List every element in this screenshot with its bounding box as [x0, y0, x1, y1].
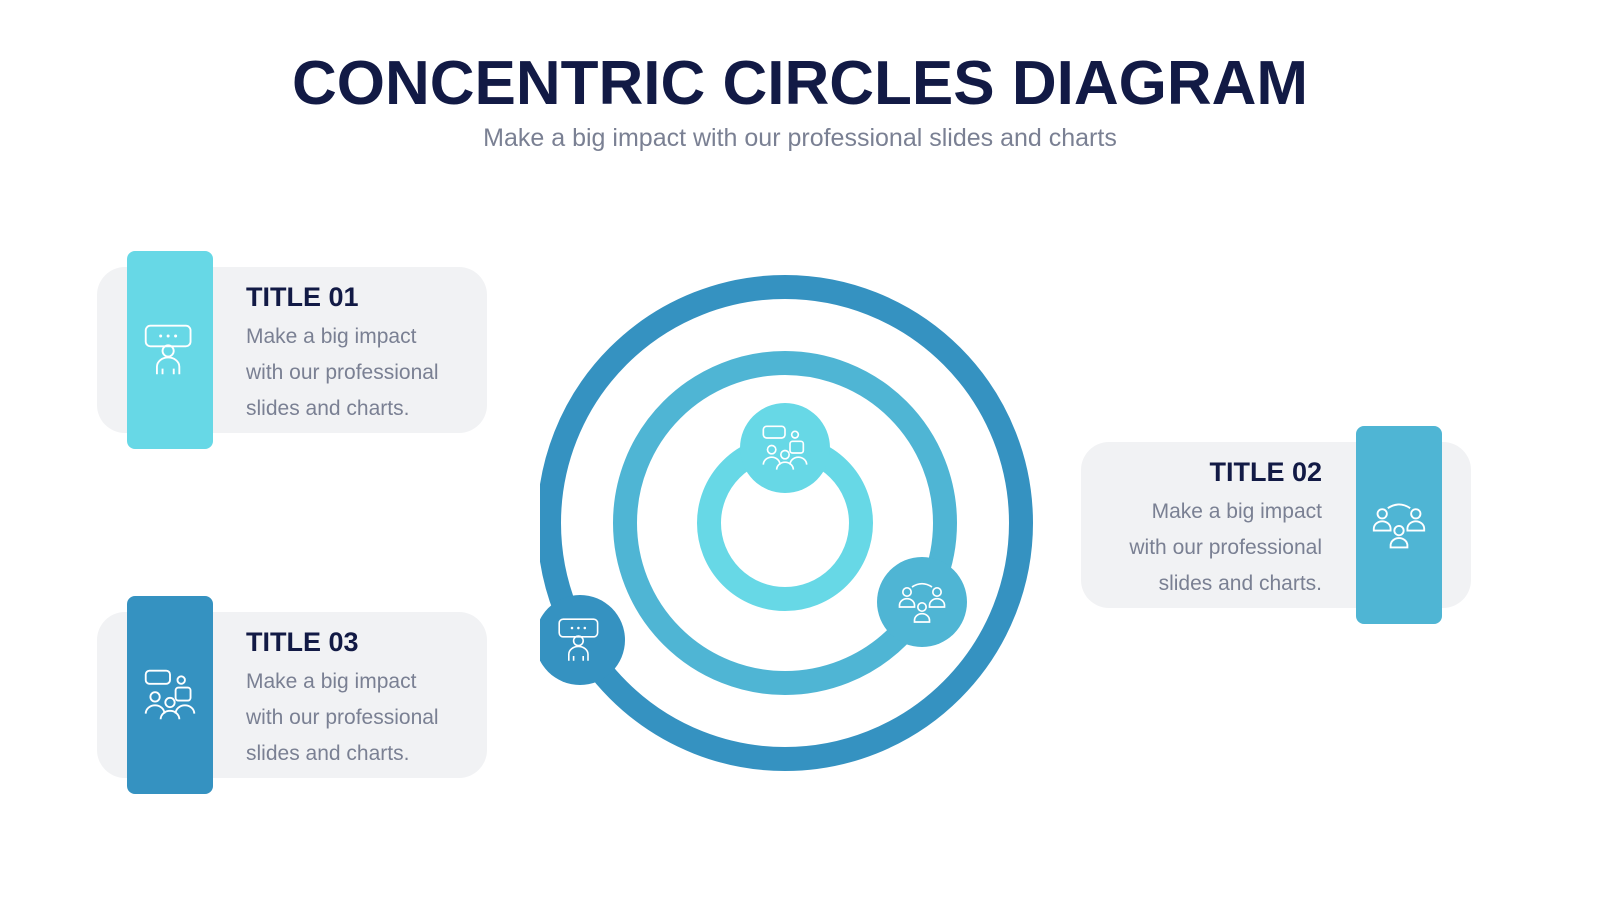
card-03-icon-tab: [127, 596, 213, 794]
card-03-title: TITLE 03: [246, 627, 359, 657]
page-subtitle: Make a big impact with our professional …: [483, 124, 1117, 152]
card-02-text: TITLE 02 Make a big impact with our prof…: [1100, 457, 1322, 602]
card-01-body: Make a big impact with our professional …: [246, 325, 439, 420]
card-03-body: Make a big impact with our professional …: [246, 670, 439, 765]
card-01-text: TITLE 01 Make a big impact with our prof…: [246, 282, 439, 427]
middle-ring: [613, 351, 957, 695]
outer-ring-node: [540, 595, 625, 685]
speaker-speech-bubble-icon: [142, 322, 198, 378]
card-02-icon-tab: [1356, 426, 1442, 624]
concentric-circles-diagram: [540, 275, 1033, 771]
card-02-body: Make a big impact with our professional …: [1129, 500, 1322, 595]
inner-ring-node: [740, 403, 830, 493]
card-01-icon-tab: [127, 251, 213, 449]
outer-ring: [540, 275, 1033, 771]
page-title: CONCENTRIC CIRCLES DIAGRAM: [291, 49, 1309, 118]
team-network-icon: [1371, 497, 1427, 553]
group-discussion-icon: [142, 667, 198, 723]
card-03-text: TITLE 03 Make a big impact with our prof…: [246, 627, 439, 772]
card-02-title: TITLE 02: [1209, 457, 1322, 487]
middle-ring-node: [877, 557, 967, 647]
card-01-title: TITLE 01: [246, 282, 359, 312]
